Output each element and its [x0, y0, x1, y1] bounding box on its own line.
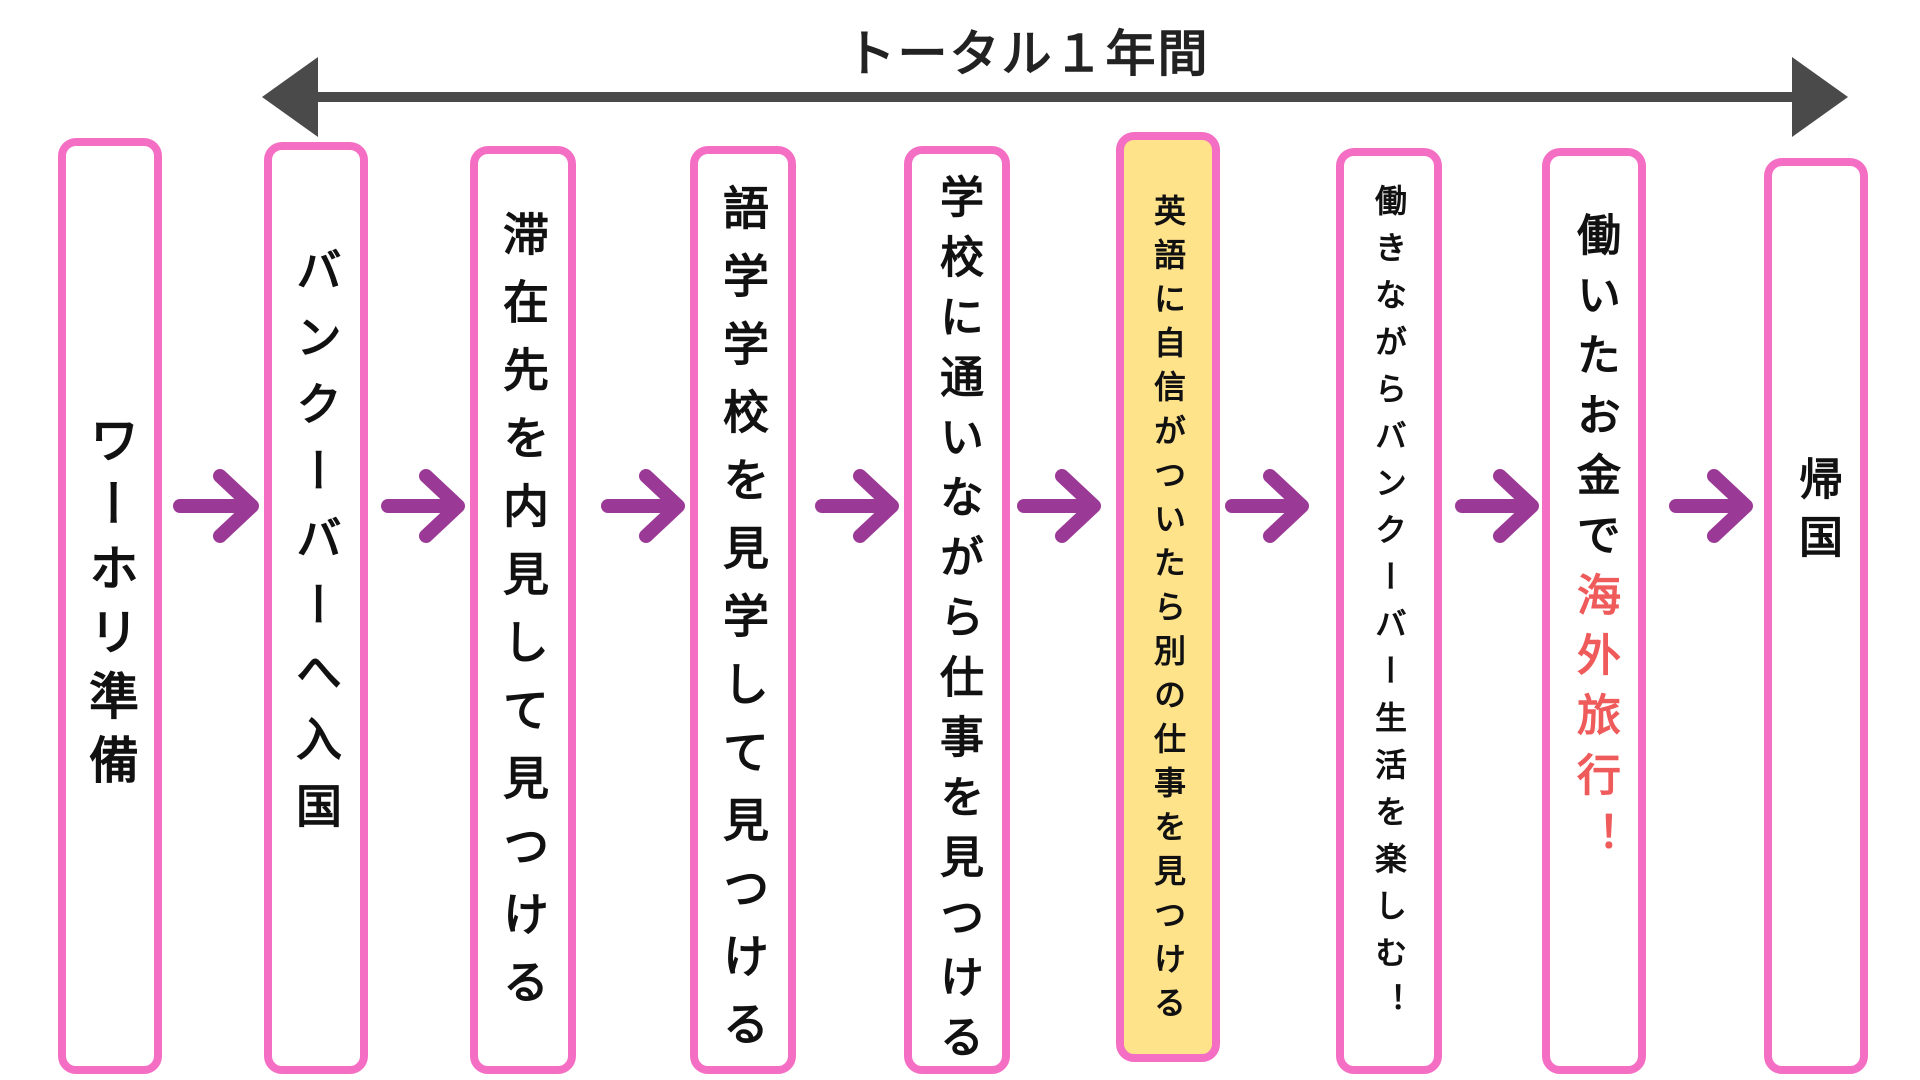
step-5-box: 学校に通いながら仕事を見つける [904, 146, 1010, 1074]
step-1-label: ワーホリ準備 [81, 414, 139, 798]
step-8-label-main: 働いたお金で [1569, 212, 1620, 572]
duration-title: トータル１年間 [845, 25, 1210, 83]
step-7-label: 働きながらバンクーバー生活を楽しむ！ [1370, 184, 1408, 1030]
step-3-label: 滞在先を内見して見つける [496, 210, 550, 1026]
step-8-label-accent: 海外旅行！ [1569, 572, 1620, 872]
flow-arrow-6 [1225, 469, 1309, 543]
step-5-label: 学校に通いながら仕事を見つける [932, 174, 983, 1074]
span-arrow-right-head [1792, 57, 1848, 137]
step-9-box: 帰国 [1764, 158, 1868, 1074]
step-8-label: 働いたお金で海外旅行！ [1562, 212, 1626, 872]
flow-arrow-3 [601, 469, 685, 543]
flow-arrow-7 [1455, 469, 1539, 543]
span-arrow-left-head [262, 57, 318, 137]
step-3-box: 滞在先を内見して見つける [470, 146, 576, 1074]
step-9-label: 帰国 [1791, 456, 1842, 572]
flow-arrow-2 [381, 469, 465, 543]
span-arrow [262, 57, 1848, 137]
step-7-box: 働きながらバンクーバー生活を楽しむ！ [1336, 148, 1442, 1074]
step-2-box: バンクーバーへ入国 [264, 142, 368, 1074]
step-6-label: 英語に自信がついたら別の仕事を見つける [1149, 194, 1187, 1030]
step-4-box: 語学学校を見学して見つける [690, 146, 796, 1074]
step-2-label: バンクーバーへ入国 [289, 246, 343, 849]
flow-arrow-8 [1669, 469, 1753, 543]
flow-arrow-5 [1017, 469, 1101, 543]
flow-arrow-4 [815, 469, 899, 543]
step-8-box: 働いたお金で海外旅行！ [1542, 148, 1646, 1074]
step-4-label: 語学学校を見学して見つける [716, 184, 770, 1068]
step-1-box: ワーホリ準備 [58, 138, 162, 1074]
step-6-box-highlighted: 英語に自信がついたら別の仕事を見つける [1116, 132, 1220, 1062]
flow-arrow-1 [173, 469, 259, 543]
